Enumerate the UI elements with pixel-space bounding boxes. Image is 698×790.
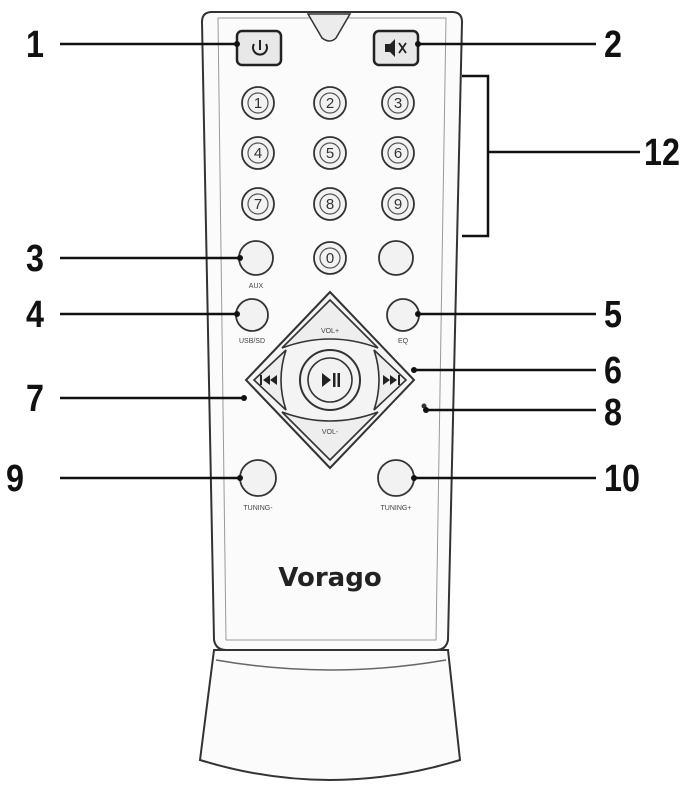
leader-lines: [60, 42, 640, 480]
tuning-down-button[interactable]: [239, 459, 277, 497]
callout-8: 8: [604, 392, 622, 434]
callout-10: 10: [604, 458, 640, 500]
usb-sd-button[interactable]: [235, 298, 269, 332]
usb-sd-label: USB/SD: [239, 338, 265, 345]
vol-down-button[interactable]: [281, 411, 379, 462]
next-track-icon: [383, 375, 400, 385]
keypad-label: 7: [254, 196, 262, 213]
eq-button[interactable]: [386, 298, 420, 332]
callout-2: 2: [604, 24, 622, 66]
power-icon: [252, 40, 268, 56]
keypad-button-6[interactable]: 6: [381, 136, 415, 170]
vol-up-button[interactable]: [281, 298, 379, 349]
keypad-button-1[interactable]: 1: [241, 86, 275, 120]
battery-cover: [198, 649, 462, 781]
blank-button[interactable]: [378, 240, 414, 276]
tuning-up-label: TUNING+: [381, 505, 412, 512]
tuning-down-label: TUNING-: [243, 505, 273, 512]
remote-inner-outline: [217, 17, 447, 641]
mute-button[interactable]: [372, 29, 420, 67]
keypad-label: 4: [254, 145, 262, 162]
callout-7: 7: [26, 378, 44, 420]
mute-icon: [385, 39, 407, 57]
battery-cover-line: [215, 659, 447, 671]
keypad-label: 1: [254, 95, 262, 112]
keypad-button-9[interactable]: 9: [381, 187, 415, 221]
ir-window: [306, 13, 352, 42]
aux-button[interactable]: [238, 240, 274, 276]
callout-1: 1: [26, 24, 44, 66]
power-button[interactable]: [235, 29, 283, 67]
callout-4: 4: [26, 294, 44, 336]
aux-label: AUX: [249, 283, 264, 290]
previous-track-icon: [260, 375, 277, 385]
keypad-bracket: [462, 74, 490, 238]
vol-up-label: VOL+: [321, 328, 339, 335]
keypad-button-7[interactable]: 7: [241, 187, 275, 221]
keypad-label: 5: [326, 145, 334, 162]
callout-3: 3: [26, 238, 44, 280]
callout-5: 5: [604, 294, 622, 336]
callout-6: 6: [604, 350, 622, 392]
keypad-button-8[interactable]: 8: [313, 187, 347, 221]
keypad-button-3[interactable]: 3: [381, 86, 415, 120]
callout-12: 12: [644, 132, 680, 174]
keypad-button-4[interactable]: 4: [241, 136, 275, 170]
keypad-label: 2: [326, 95, 334, 112]
keypad-button-0[interactable]: 0: [313, 241, 347, 275]
keypad-label: 6: [394, 145, 402, 162]
vol-down-label: VOL-: [322, 429, 339, 436]
play-pause-icon: [322, 373, 340, 387]
keypad-label: 0: [326, 250, 334, 267]
brand-logo: Vorago: [278, 563, 381, 593]
tuning-up-button[interactable]: [377, 459, 415, 497]
keypad-label: 9: [394, 196, 402, 213]
keypad-button-5[interactable]: 5: [313, 136, 347, 170]
keypad-button-2[interactable]: 2: [313, 86, 347, 120]
direction-pad: [244, 290, 416, 470]
callout-9: 9: [6, 458, 24, 500]
keypad-label: 8: [326, 196, 334, 213]
eq-label: EQ: [398, 338, 409, 345]
leader-dots: [234, 41, 429, 481]
keypad-label: 3: [394, 95, 402, 112]
